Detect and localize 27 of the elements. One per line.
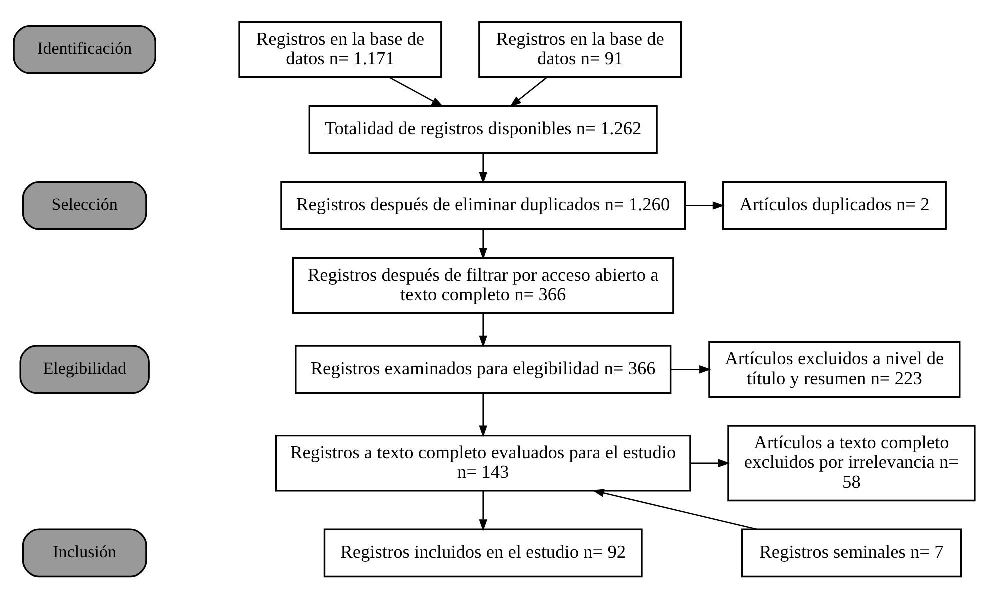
arrow (671, 366, 712, 374)
node-box: Elegibilidad (20, 345, 150, 394)
arrow (479, 491, 488, 532)
node-box: Inclusión (22, 528, 148, 578)
node-box: Artículos duplicados n= 2 (722, 181, 947, 230)
node-box: Artículos excluidos a nivel de título y resumen n= 223 (708, 341, 961, 398)
node-box: Registros incluidos en el estudio n= 92 (324, 528, 643, 578)
node-box: Registros después de filtrar por acceso abierto a texto completo n= 366 (292, 257, 674, 314)
node-box: Registros después de eliminar duplicados n= 1.260 (280, 181, 686, 230)
arrow (510, 77, 548, 108)
node-box: Registros a texto completo evaluados para el estudio n= 143 (275, 434, 692, 492)
arrow (479, 229, 488, 260)
arrow (479, 314, 488, 348)
node-box: Selección (22, 181, 148, 230)
node-box: Totalidad de registros disponibles n= 1.262 (308, 105, 658, 154)
arrow (479, 153, 488, 184)
node-box: Artículos a texto completo excluidos por irrelevancia n= 58 (728, 425, 976, 502)
node-box: Registros examinados para elegibilidad n= 366 (295, 345, 672, 394)
node-box: Registros en la base de datos n= 91 (478, 21, 682, 78)
arrow (479, 393, 488, 438)
arrow (690, 459, 730, 468)
arrow (685, 202, 725, 210)
node-box: Registros seminales n= 7 (741, 528, 962, 578)
node-box: Registros en la base de datos n= 1.171 (238, 21, 442, 78)
node-box: Identificación (13, 25, 156, 74)
arrow (388, 76, 444, 107)
arrow (592, 489, 758, 530)
